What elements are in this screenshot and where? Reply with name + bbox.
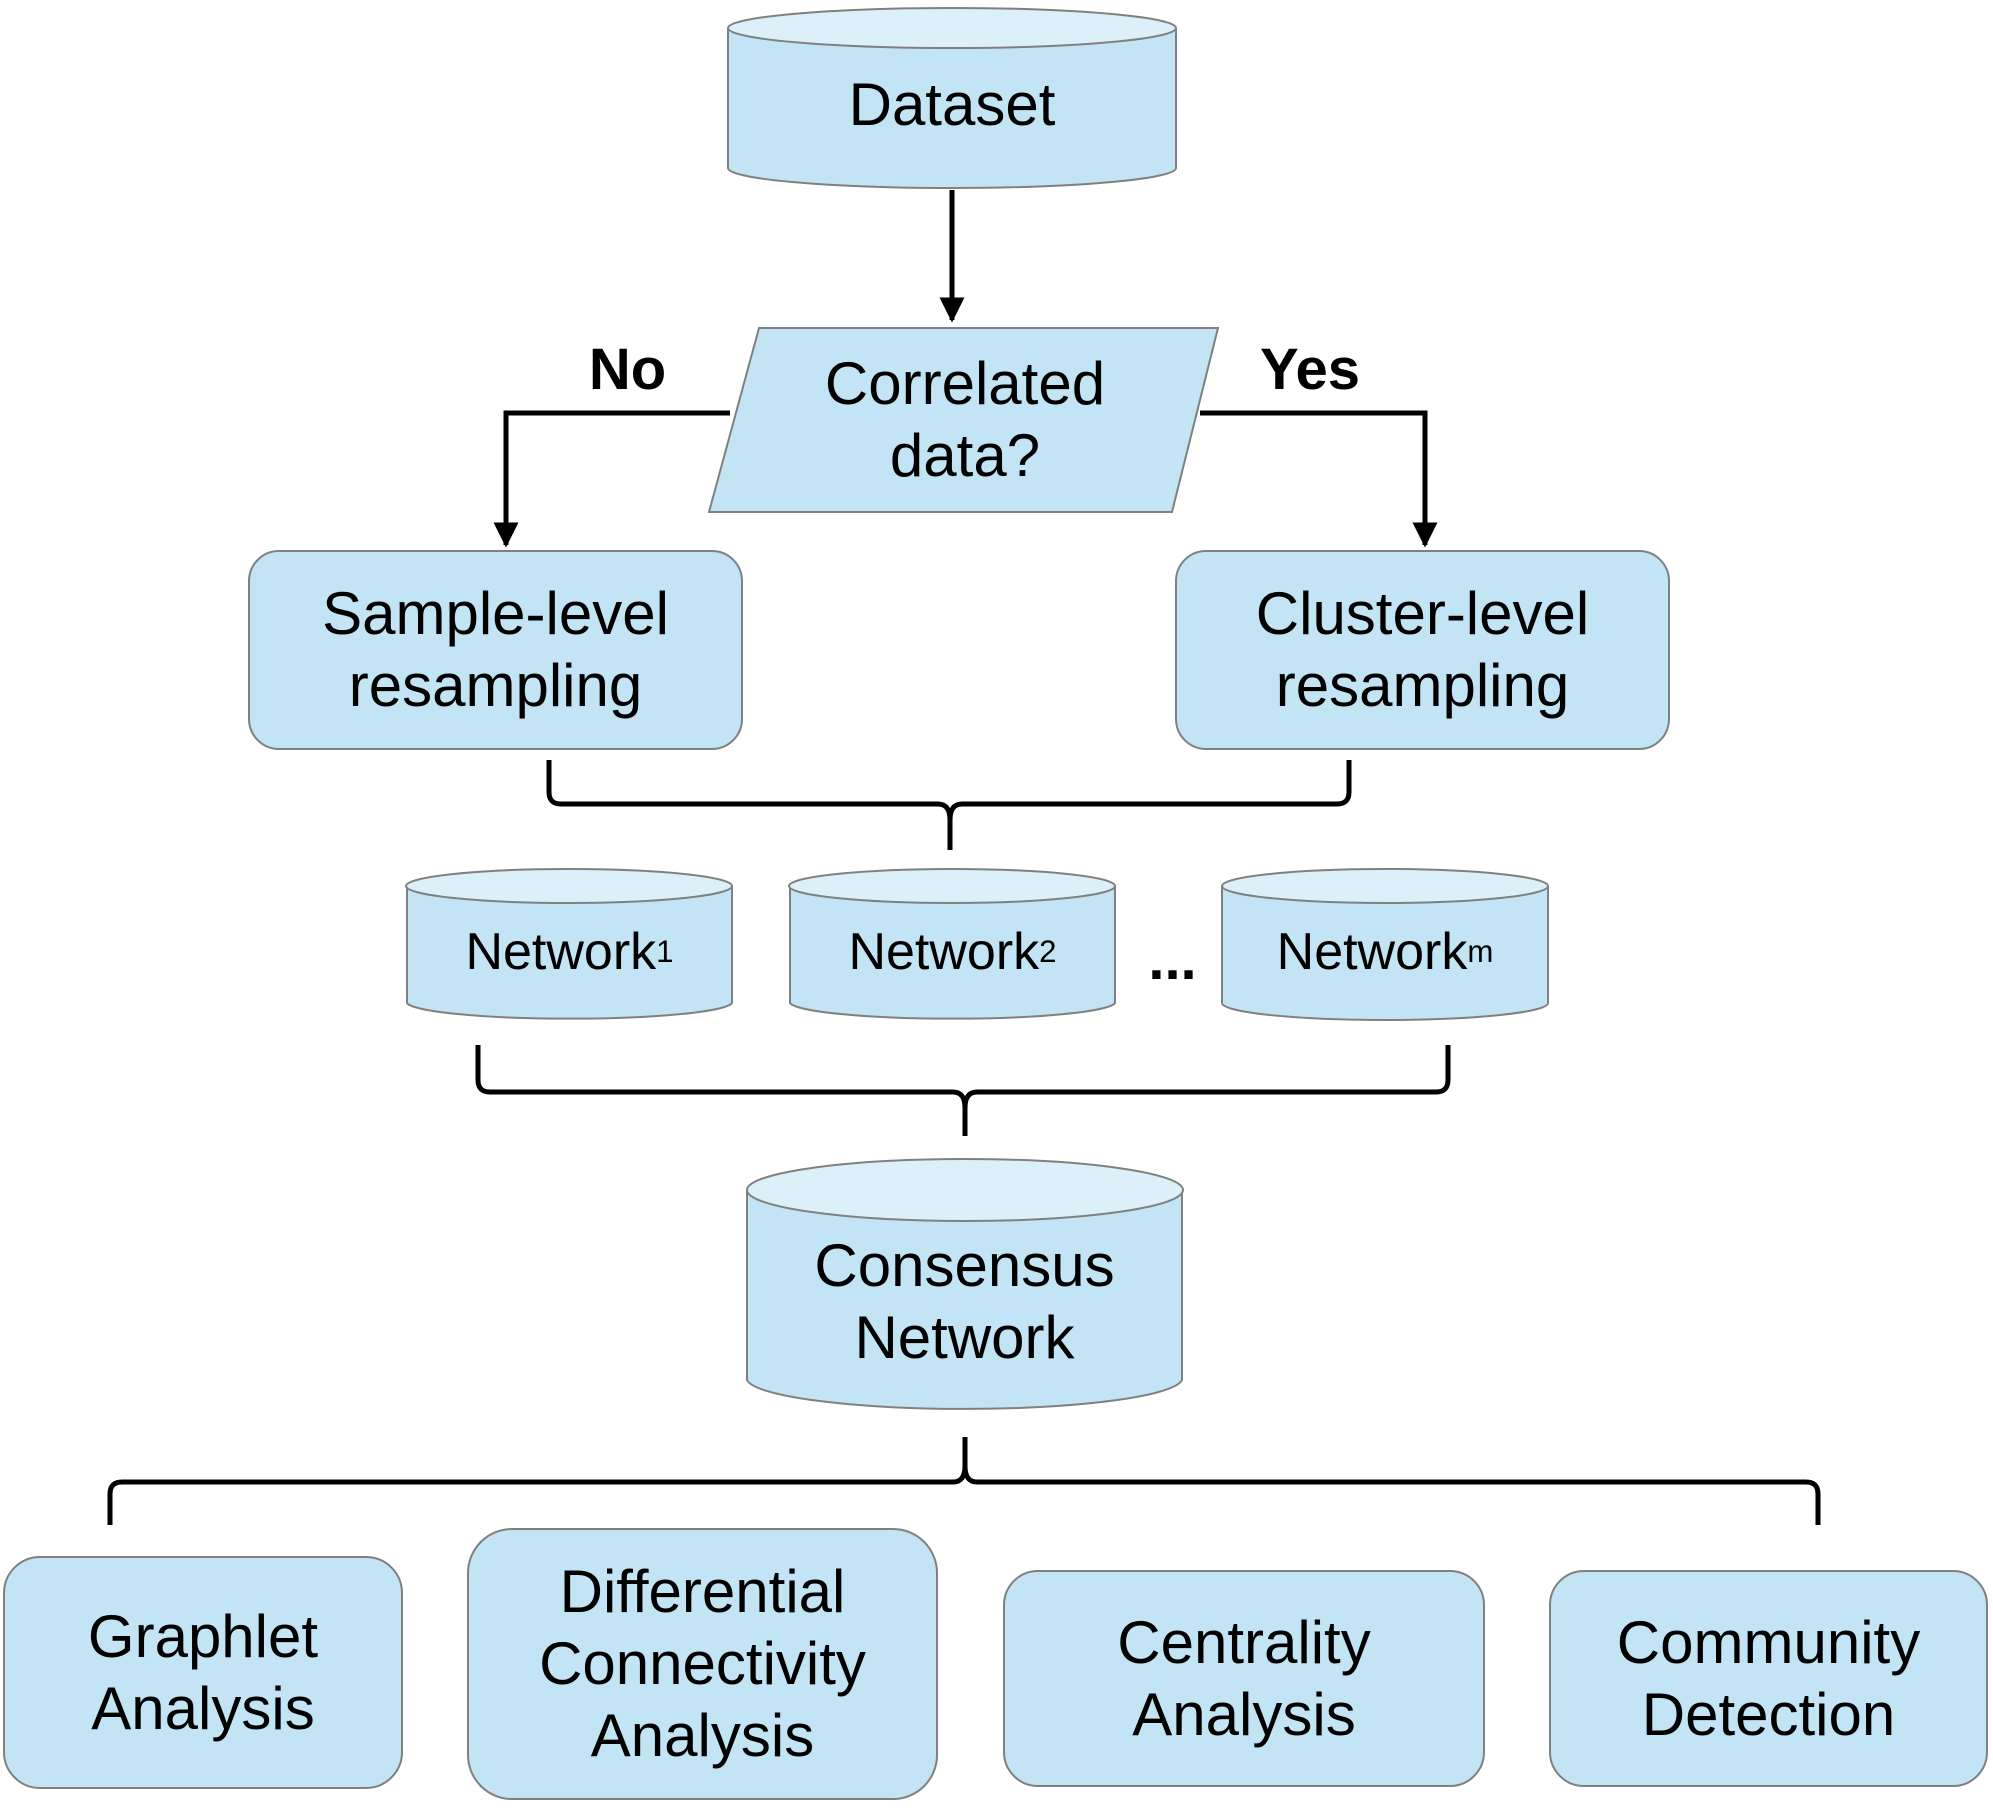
centrality-line2: Analysis — [1132, 1680, 1356, 1748]
network-cylinder-1 — [405, 868, 733, 1020]
decision-label: Correlated data? — [740, 335, 1190, 505]
graphlet-analysis-box — [3, 1556, 403, 1789]
branch-no-label: No — [570, 335, 685, 405]
network-2-base: Network — [848, 922, 1040, 981]
sample-level-line1: Sample-level — [322, 580, 669, 647]
dataset-text: Dataset — [848, 71, 1056, 138]
differential-line3: Analysis — [590, 1702, 815, 1769]
graphlet-line1: Graphlet — [87, 1602, 319, 1670]
community-detection-label: Community Detection — [1550, 1571, 1987, 1786]
differential-line1: Differential — [559, 1558, 846, 1625]
network-1-base: Network — [465, 922, 657, 981]
centrality-analysis-box — [1003, 1570, 1485, 1787]
network-ellipsis: ... — [1125, 920, 1220, 1000]
merge-brace-networks — [475, 1045, 1451, 1136]
decision-line1: Correlated — [824, 350, 1106, 417]
differential-line2: Connectivity — [539, 1630, 866, 1697]
network-1-subscript: 1 — [656, 934, 674, 970]
graphlet-analysis-label: Graphlet Analysis — [4, 1557, 402, 1788]
sample-level-label: Sample-level resampling — [249, 560, 742, 740]
branch-yes-label: Yes — [1240, 335, 1380, 405]
arrow-yes-branch — [1200, 410, 1438, 548]
dataset-label: Dataset — [728, 60, 1176, 150]
branch-no-text: No — [588, 337, 667, 403]
community-line1: Community — [1616, 1608, 1921, 1676]
differential-connectivity-box — [467, 1528, 938, 1800]
network-cylinder-2 — [788, 868, 1116, 1020]
cluster-level-line1: Cluster-level — [1255, 580, 1590, 647]
sample-level-line2: resampling — [348, 652, 643, 719]
decision-line2: data? — [889, 422, 1041, 489]
consensus-label: Consensus Network — [747, 1222, 1182, 1382]
cluster-level-label: Cluster-level resampling — [1176, 560, 1669, 740]
network-m-subscript: m — [1467, 934, 1494, 970]
differential-connectivity-label: Differential Connectivity Analysis — [468, 1529, 937, 1799]
cluster-level-box — [1175, 550, 1670, 750]
consensus-line2: Network — [854, 1304, 1075, 1371]
centrality-analysis-label: Centrality Analysis — [1004, 1571, 1484, 1786]
cluster-level-line2: resampling — [1275, 652, 1570, 719]
network-cylinder-m — [1221, 868, 1549, 1021]
ellipsis-text: ... — [1148, 927, 1197, 993]
decision-shape — [707, 327, 1220, 513]
network-2-subscript: 2 — [1039, 934, 1057, 970]
split-brace-analyses — [107, 1437, 1821, 1525]
merge-brace-resampling — [546, 760, 1352, 850]
consensus-cylinder — [746, 1158, 1184, 1410]
branch-yes-text: Yes — [1260, 337, 1360, 403]
centrality-line1: Centrality — [1117, 1608, 1371, 1676]
sample-level-box — [248, 550, 743, 750]
dataset-cylinder — [727, 7, 1177, 189]
consensus-line1: Consensus — [814, 1232, 1115, 1299]
graphlet-line2: Analysis — [91, 1674, 315, 1742]
arrow-no-branch — [493, 410, 730, 548]
community-line2: Detection — [1641, 1680, 1896, 1748]
community-detection-box — [1549, 1570, 1988, 1787]
network-m-base: Network — [1276, 922, 1468, 981]
